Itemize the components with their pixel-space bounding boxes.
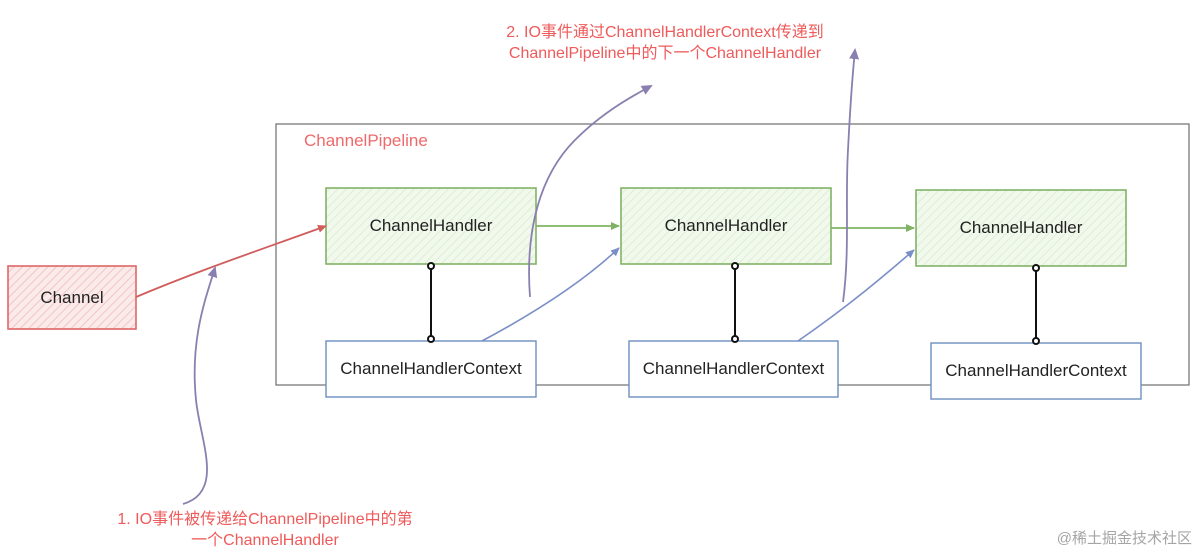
handler-box-1[interactable] <box>325 187 537 265</box>
context-box-2[interactable] <box>628 340 839 398</box>
note2-pointer-arrow-a <box>528 85 653 298</box>
connector-2 <box>731 262 739 343</box>
context-label-3: ChannelHandlerContext <box>945 361 1127 380</box>
context-label-1: ChannelHandlerContext <box>340 359 522 378</box>
channel-to-handler-arrow <box>135 224 327 298</box>
note-2-line-1: 2. IO事件通过ChannelHandlerContext传递到 <box>506 24 824 41</box>
channel-label: Channel <box>40 287 104 307</box>
note-1: 1. IO事件被传递给ChannelPipeline中的第 一个ChannelH… <box>80 509 450 551</box>
context-label-2: ChannelHandlerContext <box>642 359 825 378</box>
note-2-line-2: ChannelPipeline中的下一个ChannelHandler <box>508 45 822 62</box>
watermark: @稀土掘金技术社区 <box>1056 530 1192 547</box>
handler-label-2: ChannelHandler <box>664 216 788 235</box>
note-2: 2. IO事件通过ChannelHandlerContext传递到 Channe… <box>455 22 875 64</box>
handler-box-3[interactable] <box>915 189 1127 267</box>
note2-pointer-arrow-b <box>842 48 860 303</box>
pipeline-title: ChannelPipeline <box>304 131 428 150</box>
context2-to-handler3-arrow <box>797 249 915 342</box>
context1-to-handler2-arrow <box>481 247 620 342</box>
connector-3 <box>1032 264 1040 345</box>
note1-pointer-arrow <box>182 266 218 505</box>
note-1-line-1: 1. IO事件被传递给ChannelPipeline中的第 <box>117 511 413 528</box>
handler-label-3: ChannelHandler <box>959 218 1083 237</box>
connector-1 <box>427 262 435 343</box>
channel-box[interactable] <box>7 265 137 330</box>
context-box-3[interactable] <box>930 342 1142 400</box>
handler-box-2[interactable] <box>620 187 832 265</box>
handler-label-1: ChannelHandler <box>369 216 493 235</box>
context-box-1[interactable] <box>325 340 537 398</box>
note-1-line-2: 一个ChannelHandler <box>191 532 339 549</box>
